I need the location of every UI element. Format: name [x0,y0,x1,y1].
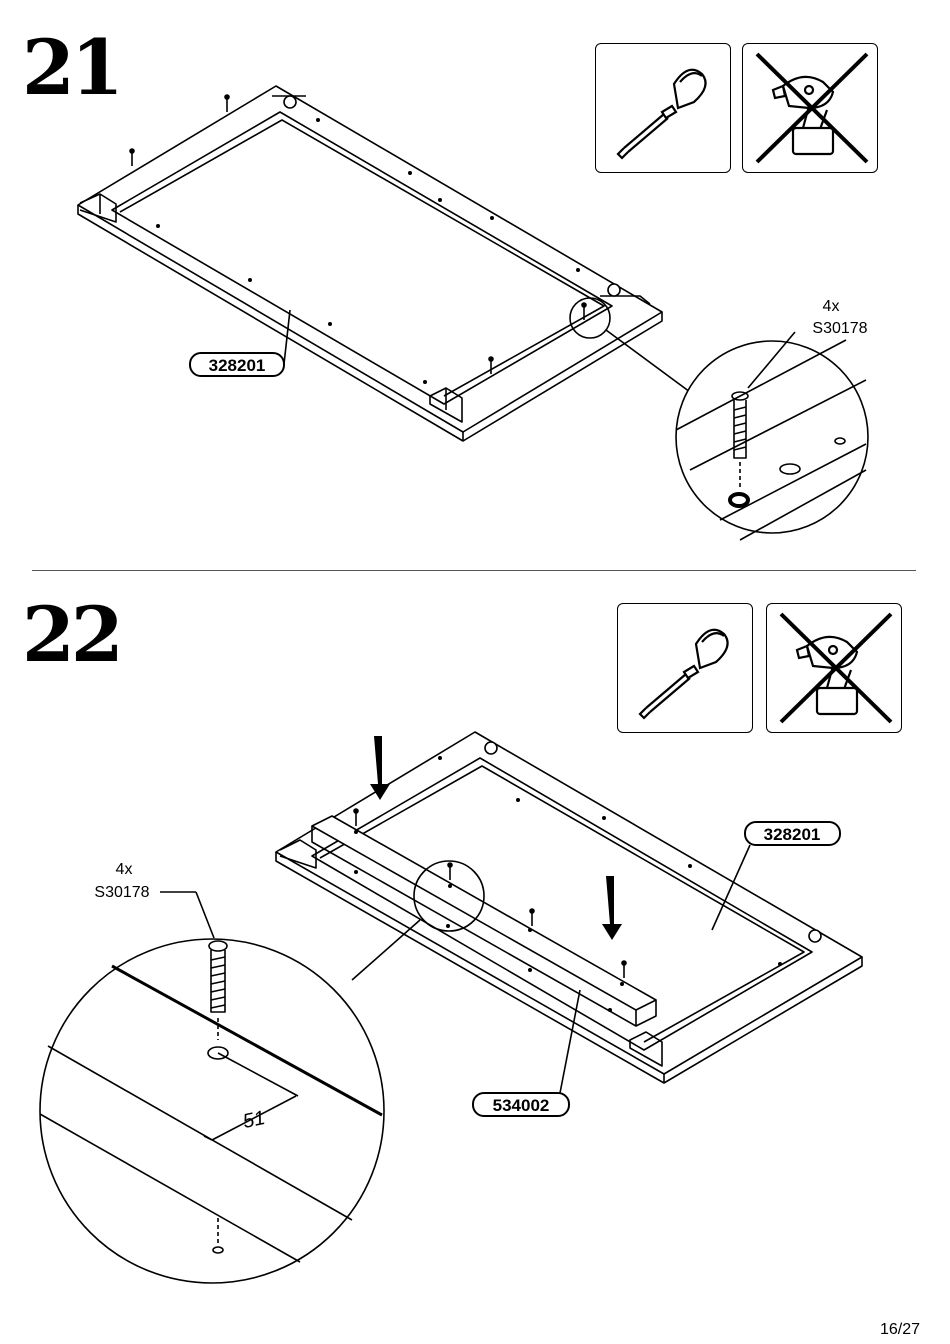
dimension-label: 51 [241,1107,267,1133]
callout-code: S30178 [812,320,867,337]
detail-magnifier-step22 [40,939,384,1283]
page-number: 16/27 [880,1321,920,1339]
callout-code: S30178 [94,884,149,901]
detail-magnifier-step21 [676,341,868,533]
callout-quantity: 4x [823,298,840,315]
part-label-328201-step22: 328201 [764,825,821,844]
callout-quantity: 4x [116,861,133,878]
frame-328201-step21 [78,86,662,441]
part-label-328201-step21: 328201 [209,356,266,375]
part-label-534002: 534002 [493,1096,550,1115]
